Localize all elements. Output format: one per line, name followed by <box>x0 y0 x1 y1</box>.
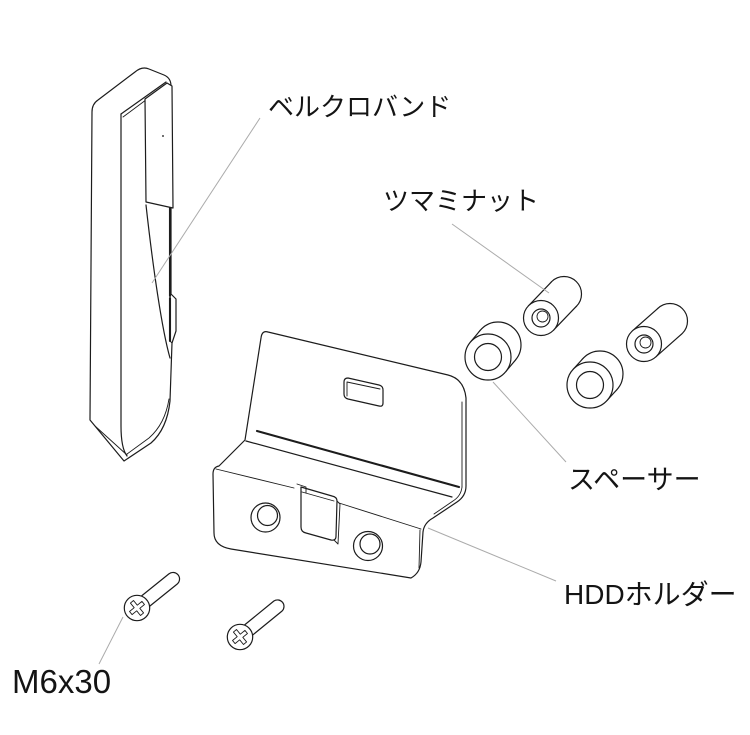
screw-2-drawing <box>226 599 285 651</box>
velcro-band-drawing <box>89 67 177 462</box>
leader-thumb-nut <box>451 223 550 294</box>
spacer-2-drawing <box>566 350 624 409</box>
leader-lines <box>98 117 567 665</box>
thumb-nut-2-drawing <box>625 302 689 363</box>
screw-1-drawing <box>123 571 181 622</box>
leader-hdd-holder <box>427 527 557 582</box>
spacer-1-drawing <box>464 321 522 381</box>
hdd-holder-drawing <box>212 331 467 579</box>
leader-screw-size <box>98 616 124 665</box>
leader-spacer <box>492 381 567 463</box>
hdd-holder-label: HDDホルダー <box>564 579 737 610</box>
thumb-nut-label: ツマミナット <box>383 186 540 216</box>
phillips-recess-icon <box>129 600 145 616</box>
screw-size-label: M6x30 <box>12 663 112 700</box>
phillips-recess-icon <box>232 629 248 645</box>
thumb-nut-1-drawing <box>522 275 583 337</box>
velcro-band-label: ベルクロバンド <box>268 92 452 122</box>
spacer-label: スペーサー <box>568 465 701 495</box>
leader-velcro-band <box>151 117 261 284</box>
